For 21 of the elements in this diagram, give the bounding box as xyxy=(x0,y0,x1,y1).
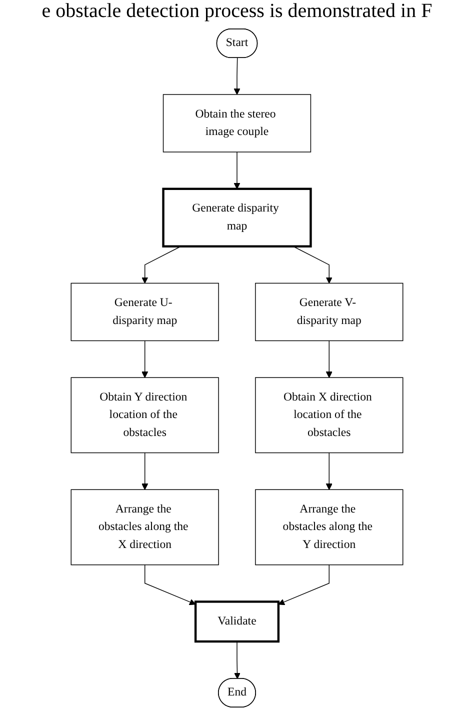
arrow xyxy=(142,452,148,490)
arrow xyxy=(142,340,148,378)
arrow xyxy=(234,641,240,680)
arrow xyxy=(292,246,332,284)
arrow xyxy=(142,246,182,284)
arrow xyxy=(234,152,240,190)
caption-text: e obstacle detection process is demonstrated in F xyxy=(40,0,434,23)
arrow xyxy=(326,340,332,378)
node-box: Obtain Y direction location of the obstacles xyxy=(70,377,219,454)
arrow xyxy=(278,564,330,606)
arrow xyxy=(326,452,332,490)
arrow xyxy=(234,58,240,95)
node-box: Validate xyxy=(194,600,280,643)
node-box: Arrange the obstacles along the Y direction xyxy=(255,489,404,566)
node-box: Arrange the obstacles along the X direction xyxy=(70,489,219,566)
node-box: Obtain X direction location of the obstacles xyxy=(255,377,404,454)
node-box: Generate U- disparity map xyxy=(70,282,219,342)
arrow xyxy=(144,564,196,606)
node-box: Obtain the stereo image couple xyxy=(162,94,312,152)
node-box: Generate disparity map xyxy=(162,188,312,248)
node-box: Generate V- disparity map xyxy=(255,282,404,342)
